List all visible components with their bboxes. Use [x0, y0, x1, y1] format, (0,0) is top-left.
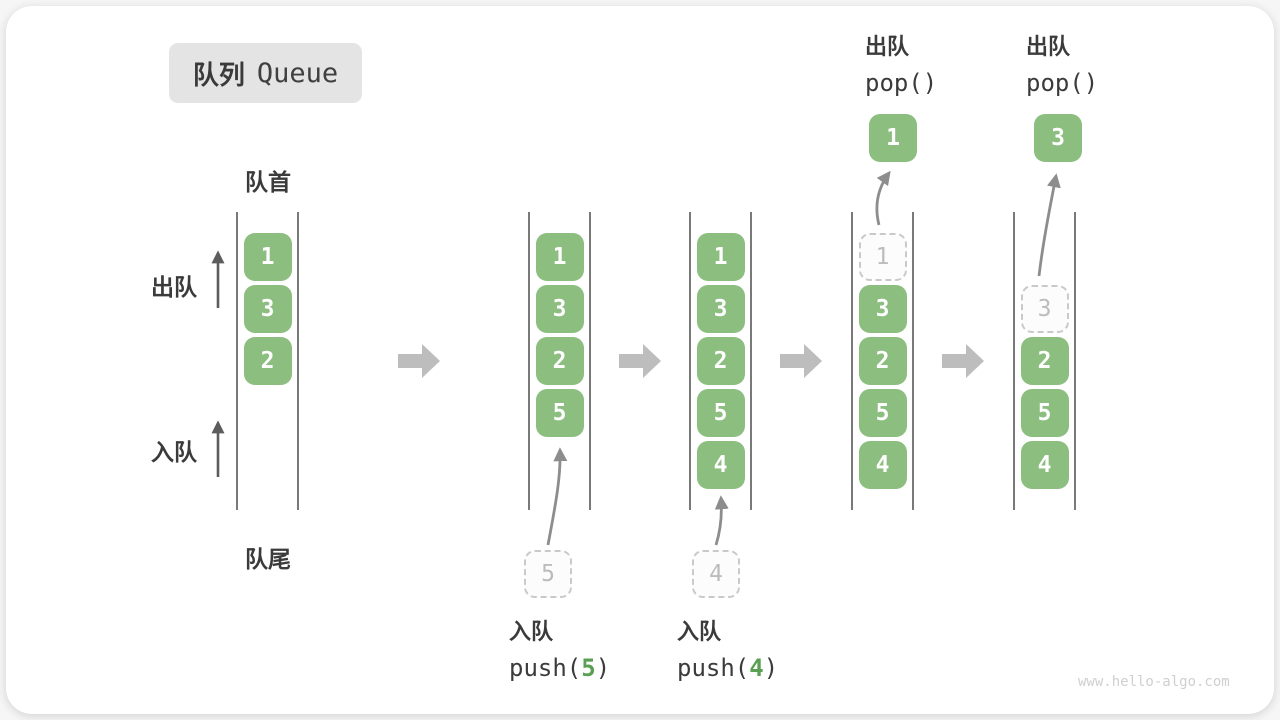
op-pop-zh: 出队 [865, 34, 910, 59]
queue-cell: 4 [696, 441, 745, 489]
queue-cell: 3 [535, 285, 584, 333]
op-push-zh: 入队 [509, 619, 554, 644]
transfer-arrow [546, 447, 568, 546]
title-en: Queue [256, 57, 339, 89]
transfer-arrow [875, 170, 891, 226]
op-push-zh: 入队 [677, 619, 722, 644]
queue-cell: 2 [696, 337, 745, 385]
pending-item: 4 [692, 550, 740, 598]
queue-cell-ghost: 1 [858, 233, 907, 281]
pending-item: 5 [524, 550, 572, 598]
transfer-arrow [714, 495, 729, 546]
transfer-arrow [1037, 173, 1061, 277]
queue-cell: 2 [243, 337, 292, 385]
op-pop-code: pop() [1026, 69, 1099, 97]
label-dequeue: 出队 [151, 274, 197, 300]
queue-cell: 5 [535, 389, 584, 437]
op-label-pop-2: 出队 pop() [1026, 29, 1098, 101]
queue-cell: 1 [243, 233, 292, 281]
op-push-code: push(4) [677, 654, 779, 682]
queue-cell: 4 [1020, 441, 1069, 489]
queue-cell: 1 [696, 233, 745, 281]
label-enqueue: 入队 [151, 439, 197, 465]
op-pop-code: pop() [865, 69, 938, 97]
queue-cell: 5 [1020, 389, 1069, 437]
op-label-pop-1: 出队 pop() [865, 29, 937, 101]
title-zh: 队列 [192, 59, 245, 90]
push-arg: 4 [749, 654, 764, 682]
queue-cell: 3 [858, 285, 907, 333]
op-label-push-4: 入队 push(4) [677, 614, 778, 686]
push-arg: 5 [581, 654, 596, 682]
label-queue-rear: 队尾 [245, 546, 291, 572]
queue-cell: 1 [535, 233, 584, 281]
queue-cell: 2 [858, 337, 907, 385]
queue-cell: 5 [696, 389, 745, 437]
next-state-arrow [398, 344, 440, 378]
queue-cell: 4 [858, 441, 907, 489]
next-state-arrow [942, 344, 984, 378]
queue-cell-ghost: 3 [1020, 285, 1069, 333]
title-badge: 队列 Queue [169, 43, 362, 103]
popped-item: 3 [1034, 114, 1082, 162]
op-label-push-5: 入队 push(5) [509, 614, 610, 686]
label-queue-front: 队首 [245, 169, 291, 195]
queue-cell: 2 [535, 337, 584, 385]
popped-item: 1 [869, 114, 917, 162]
next-state-arrow [780, 344, 822, 378]
watermark: www.hello-algo.com [1078, 674, 1230, 690]
queue-cell: 3 [696, 285, 745, 333]
next-state-arrow [619, 344, 661, 378]
op-push-code: push(5) [509, 654, 611, 682]
queue-cell: 3 [243, 285, 292, 333]
op-pop-zh: 出队 [1026, 34, 1071, 59]
queue-cell: 5 [858, 389, 907, 437]
queue-cell: 2 [1020, 337, 1069, 385]
